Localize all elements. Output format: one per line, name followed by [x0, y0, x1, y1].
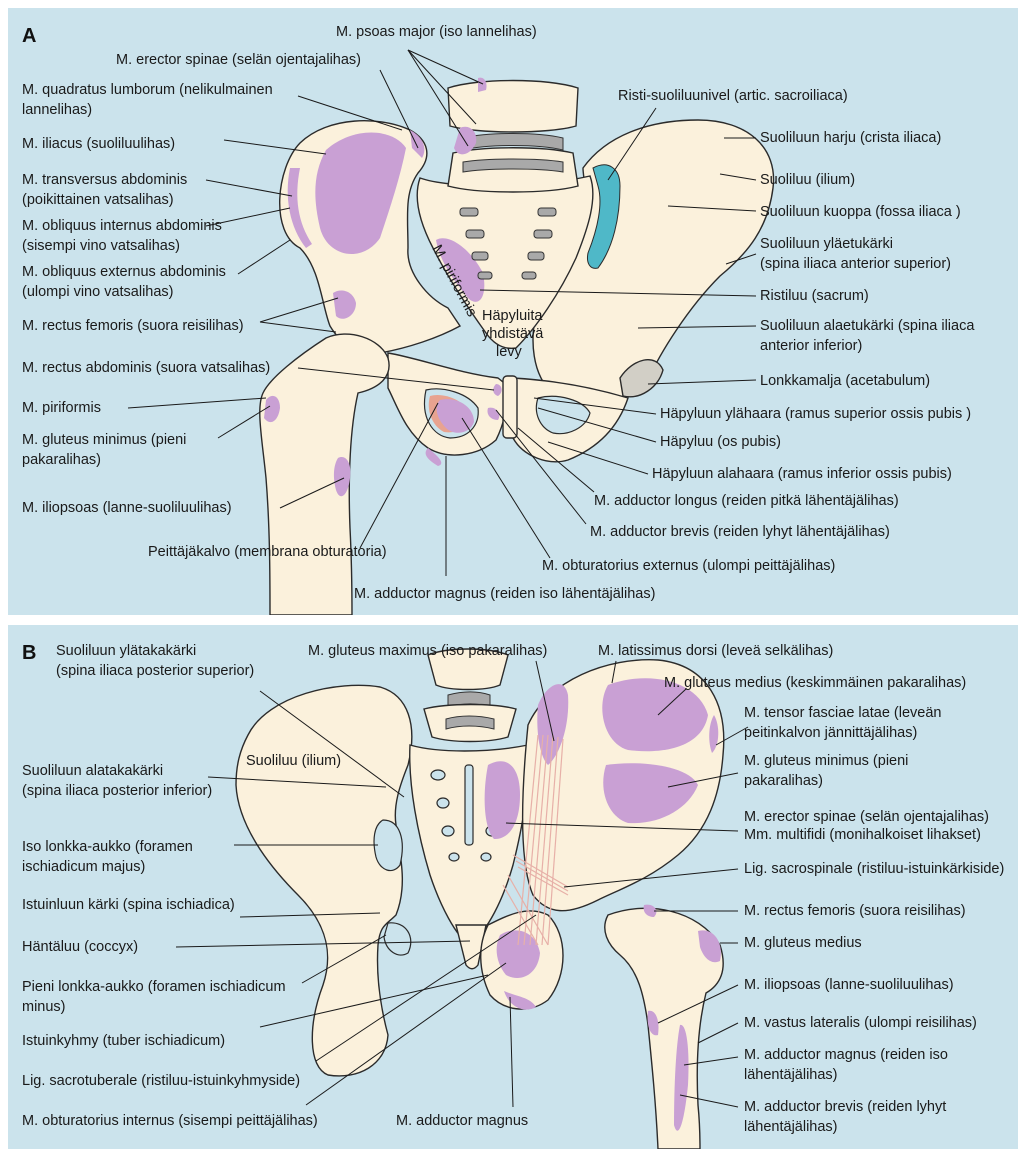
- label-sacrotuberale: Lig. sacrotuberale (ristiluu-istuinkyhmy…: [22, 1073, 300, 1089]
- label-quadratus-line1: M. quadratus lumborum (nelikulmainen: [22, 82, 273, 98]
- label-ilium: Suoliluu (ilium): [760, 172, 855, 188]
- label-gsf-line1: Iso lonkka-aukko (foramen: [22, 839, 193, 855]
- label-adductor-longus: M. adductor longus (reiden pitkä lähentä…: [594, 493, 899, 509]
- label-adductor-brevis-line1-b: M. adductor brevis (reiden lyhyt: [744, 1099, 946, 1115]
- greater-sciatic-foramen: [374, 820, 402, 871]
- label-inferior-ramus: Häpyluun alahaara (ramus inferior ossis …: [652, 466, 952, 482]
- label-gluteus-medius: M. gluteus medius (keskimmäinen pakarali…: [664, 675, 966, 691]
- label-obliquus-externus-line1: M. obliquus externus abdominis: [22, 264, 226, 280]
- label-sacrospinale: Lig. sacrospinale (ristiluu-istuinkärkis…: [744, 861, 1004, 877]
- label-symphysis-line1: Häpyluita: [482, 308, 543, 324]
- panel-b: B: [8, 625, 1018, 1149]
- label-psis-line1: Suoliluun ylätakakärki: [56, 643, 196, 659]
- label-sacrum: Ristiluu (sacrum): [760, 288, 869, 304]
- label-obliquus-externus-line2: (ulompi vino vatsalihas): [22, 284, 174, 300]
- label-lsf-line1: Pieni lonkka-aukko (foramen ischiadicum: [22, 979, 286, 995]
- label-tuber-ischiadicum: Istuinkyhmy (tuber ischiadicum): [22, 1033, 225, 1049]
- label-adductor-magnus: M. adductor magnus (reiden iso lähentäjä…: [354, 586, 655, 602]
- label-tfl-line2: peitinkalvon jännittäjälihas): [744, 725, 917, 741]
- label-rectus-femoris-b: M. rectus femoris (suora reisilihas): [744, 903, 966, 919]
- label-asis-line1: Suoliluun yläetukärki: [760, 236, 893, 252]
- pelvis-anterior-figure: A M. piriformis: [8, 8, 1018, 615]
- panel-a: A M. piriformis: [8, 8, 1018, 615]
- lumbar-vertebrae-posterior: [424, 649, 516, 742]
- label-symphysis-line3: levy: [496, 344, 523, 360]
- label-piriformis: M. piriformis: [22, 400, 101, 416]
- label-piis-line1: Suoliluun alatakakärki: [22, 763, 163, 779]
- label-piis-line2: (spina iliaca posterior inferior): [22, 783, 212, 799]
- lumbar-vertebrae: [448, 78, 578, 192]
- left-ilium-posterior: [236, 685, 412, 1076]
- label-quadratus-line2: lannelihas): [22, 102, 92, 118]
- pelvis-posterior-figure: B: [8, 625, 1018, 1149]
- label-asis-line2: (spina iliaca anterior superior): [760, 256, 951, 272]
- label-sacroiliac-joint: Risti-suoliluunivel (artic. sacroiliaca): [618, 88, 848, 104]
- label-iliacus: M. iliacus (suoliluulihas): [22, 136, 175, 152]
- label-aiis-line2: anterior inferior): [760, 338, 862, 354]
- label-multifidi: Mm. multifidi (monihalkoiset lihakset): [744, 827, 981, 843]
- label-rectus-abdominis: M. rectus abdominis (suora vatsalihas): [22, 360, 270, 376]
- label-adductor-magnus-line2-b: lähentäjälihas): [744, 1067, 838, 1083]
- label-iliopsoas-b: M. iliopsoas (lanne-suoliluulihas): [744, 977, 954, 993]
- label-superior-ramus: Häpyluun ylähaara (ramus superior ossis …: [660, 406, 971, 422]
- label-gluteus-minimus-line2: pakaralihas): [22, 452, 101, 468]
- label-gsf-line2: ischiadicum majus): [22, 859, 145, 875]
- label-rectus-femoris: M. rectus femoris (suora reisilihas): [22, 318, 244, 334]
- label-gluteus-minimus-line2-b: pakaralihas): [744, 773, 823, 789]
- label-adductor-magnus-b: M. adductor magnus: [396, 1113, 528, 1129]
- label-spina-ischiadica: Istuinluun kärki (spina ischiadica): [22, 897, 235, 913]
- label-erector-spinae: M. erector spinae (selän ojentajalihas): [116, 52, 361, 68]
- label-tfl-line1: M. tensor fasciae latae (leveän: [744, 705, 941, 721]
- label-gluteus-medius-short: M. gluteus medius: [744, 935, 862, 951]
- pubic-symphysis: [503, 376, 517, 438]
- label-adductor-brevis-line2-b: lähentäjälihas): [744, 1119, 838, 1135]
- label-psoas-major: M. psoas major (iso lannelihas): [336, 24, 537, 40]
- label-adductor-magnus-line1-b: M. adductor magnus (reiden iso: [744, 1047, 948, 1063]
- label-aiis-line1: Suoliluun alaetukärki (spina iliaca: [760, 318, 975, 334]
- label-adductor-brevis: M. adductor brevis (reiden lyhyt lähentä…: [590, 524, 890, 540]
- label-psis-line2: (spina iliaca posterior superior): [56, 663, 254, 679]
- label-obturatorius-internus: M. obturatorius internus (sisempi peittä…: [22, 1113, 318, 1129]
- label-transversus-line1: M. transversus abdominis: [22, 172, 187, 188]
- label-transversus-line2: (poikittainen vatsalihas): [22, 192, 174, 208]
- label-gluteus-maximus: M. gluteus maximus (iso pakaralihas): [308, 643, 547, 659]
- label-fossa-iliaca: Suoliluun kuoppa (fossa iliaca ): [760, 204, 961, 220]
- panel-letter-a: A: [22, 25, 36, 47]
- label-obturator-membrane: Peittäjäkalvo (membrana obturatoria): [148, 544, 387, 560]
- label-gluteus-minimus-line1: M. gluteus minimus (pieni: [22, 432, 186, 448]
- label-symphysis-line2: yhdistävä: [482, 326, 544, 342]
- lesser-sciatic-foramen: [384, 923, 411, 955]
- label-lsf-line2: minus): [22, 999, 66, 1015]
- label-iliopsoas: M. iliopsoas (lanne-suoliluulihas): [22, 500, 232, 516]
- label-latissimus-dorsi: M. latissimus dorsi (leveä selkälihas): [598, 643, 833, 659]
- label-coccyx: Häntäluu (coccyx): [22, 939, 138, 955]
- label-vastus-lateralis: M. vastus lateralis (ulompi reisilihas): [744, 1015, 977, 1031]
- label-erector-spinae-b: M. erector spinae (selän ojentajalihas): [744, 809, 989, 825]
- label-obturator-externus: M. obturatorius externus (ulompi peittäj…: [542, 558, 835, 574]
- panel-letter-b: B: [22, 642, 36, 664]
- label-obliquus-internus-line1: M. obliquus internus abdominis: [22, 218, 222, 234]
- label-gluteus-minimus-line1-b: M. gluteus minimus (pieni: [744, 753, 908, 769]
- label-os-pubis: Häpyluu (os pubis): [660, 434, 781, 450]
- label-crista-iliaca: Suoliluun harju (crista iliaca): [760, 130, 941, 146]
- label-obliquus-internus-line2: (sisempi vino vatsalihas): [22, 238, 180, 254]
- label-ilium-b: Suoliluu (ilium): [246, 753, 341, 769]
- label-acetabulum: Lonkkamalja (acetabulum): [760, 373, 930, 389]
